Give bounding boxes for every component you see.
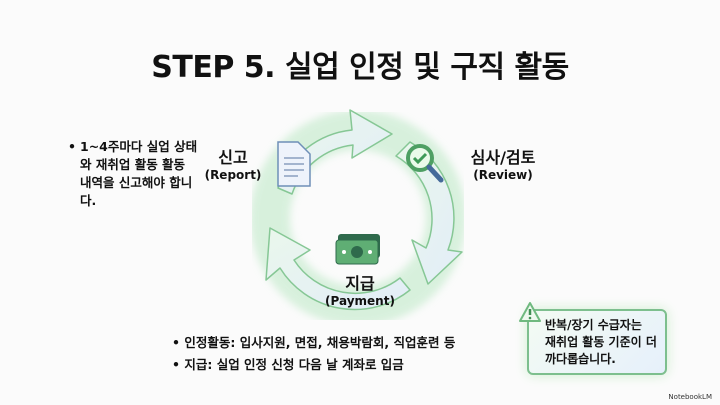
bullet-text: 인정활동: 입사지원, 면접, 채용박람회, 직업훈련 등 [184,335,456,350]
stage-report-en: (Report) [204,168,262,182]
bullet-item: • 인정활동: 입사지원, 면접, 채용박람회, 직업훈련 등 [172,335,456,350]
warning-icon [519,302,541,322]
page-title: STEP 5. 실업 인정 및 구직 활동 [151,50,569,85]
cycle-diagram [250,109,466,320]
stage-payment: 지급 (Payment) [315,270,405,308]
warning-box: 반복/장기 수급자는 재취업 활동 기준이 더 까다롭습니다. [527,309,667,375]
stage-payment-label: 지급 [345,274,375,293]
bullet-item: • 지급: 실업 인정 신청 다음 날 계좌로 입금 [172,357,404,372]
stage-review: 심사/검토 (Review) [458,144,548,182]
money-icon [335,234,380,265]
stage-review-label: 심사/검토 [470,148,536,167]
left-note-text: 1~4주마다 실업 상태와 재취업 활동 활동 내역을 신고해야 합니다. [80,139,198,208]
warning-text: 반복/장기 수급자는 재취업 활동 기준이 더 까다롭습니다. [545,318,657,366]
stage-payment-en: (Payment) [325,294,395,308]
arrow-payment-to-report [265,227,411,311]
stage-report: 신고 (Report) [198,144,268,182]
brand-watermark: NotebookLM [668,393,712,401]
bullet-list: • 인정활동: 입사지원, 면접, 채용박람회, 직업훈련 등 • 지급: 실업… [172,332,455,376]
stage-review-en: (Review) [473,168,533,182]
magnifier-check-icon [406,144,444,183]
arrow-review-to-payment [395,141,463,285]
stage-report-label: 신고 [218,148,248,167]
bullet-text: 지급: 실업 인정 신청 다음 날 계좌로 입금 [184,357,404,372]
document-icon [277,141,311,187]
left-note: •1~4주마다 실업 상태와 재취업 활동 활동 내역을 신고해야 합니다. [68,139,198,208]
